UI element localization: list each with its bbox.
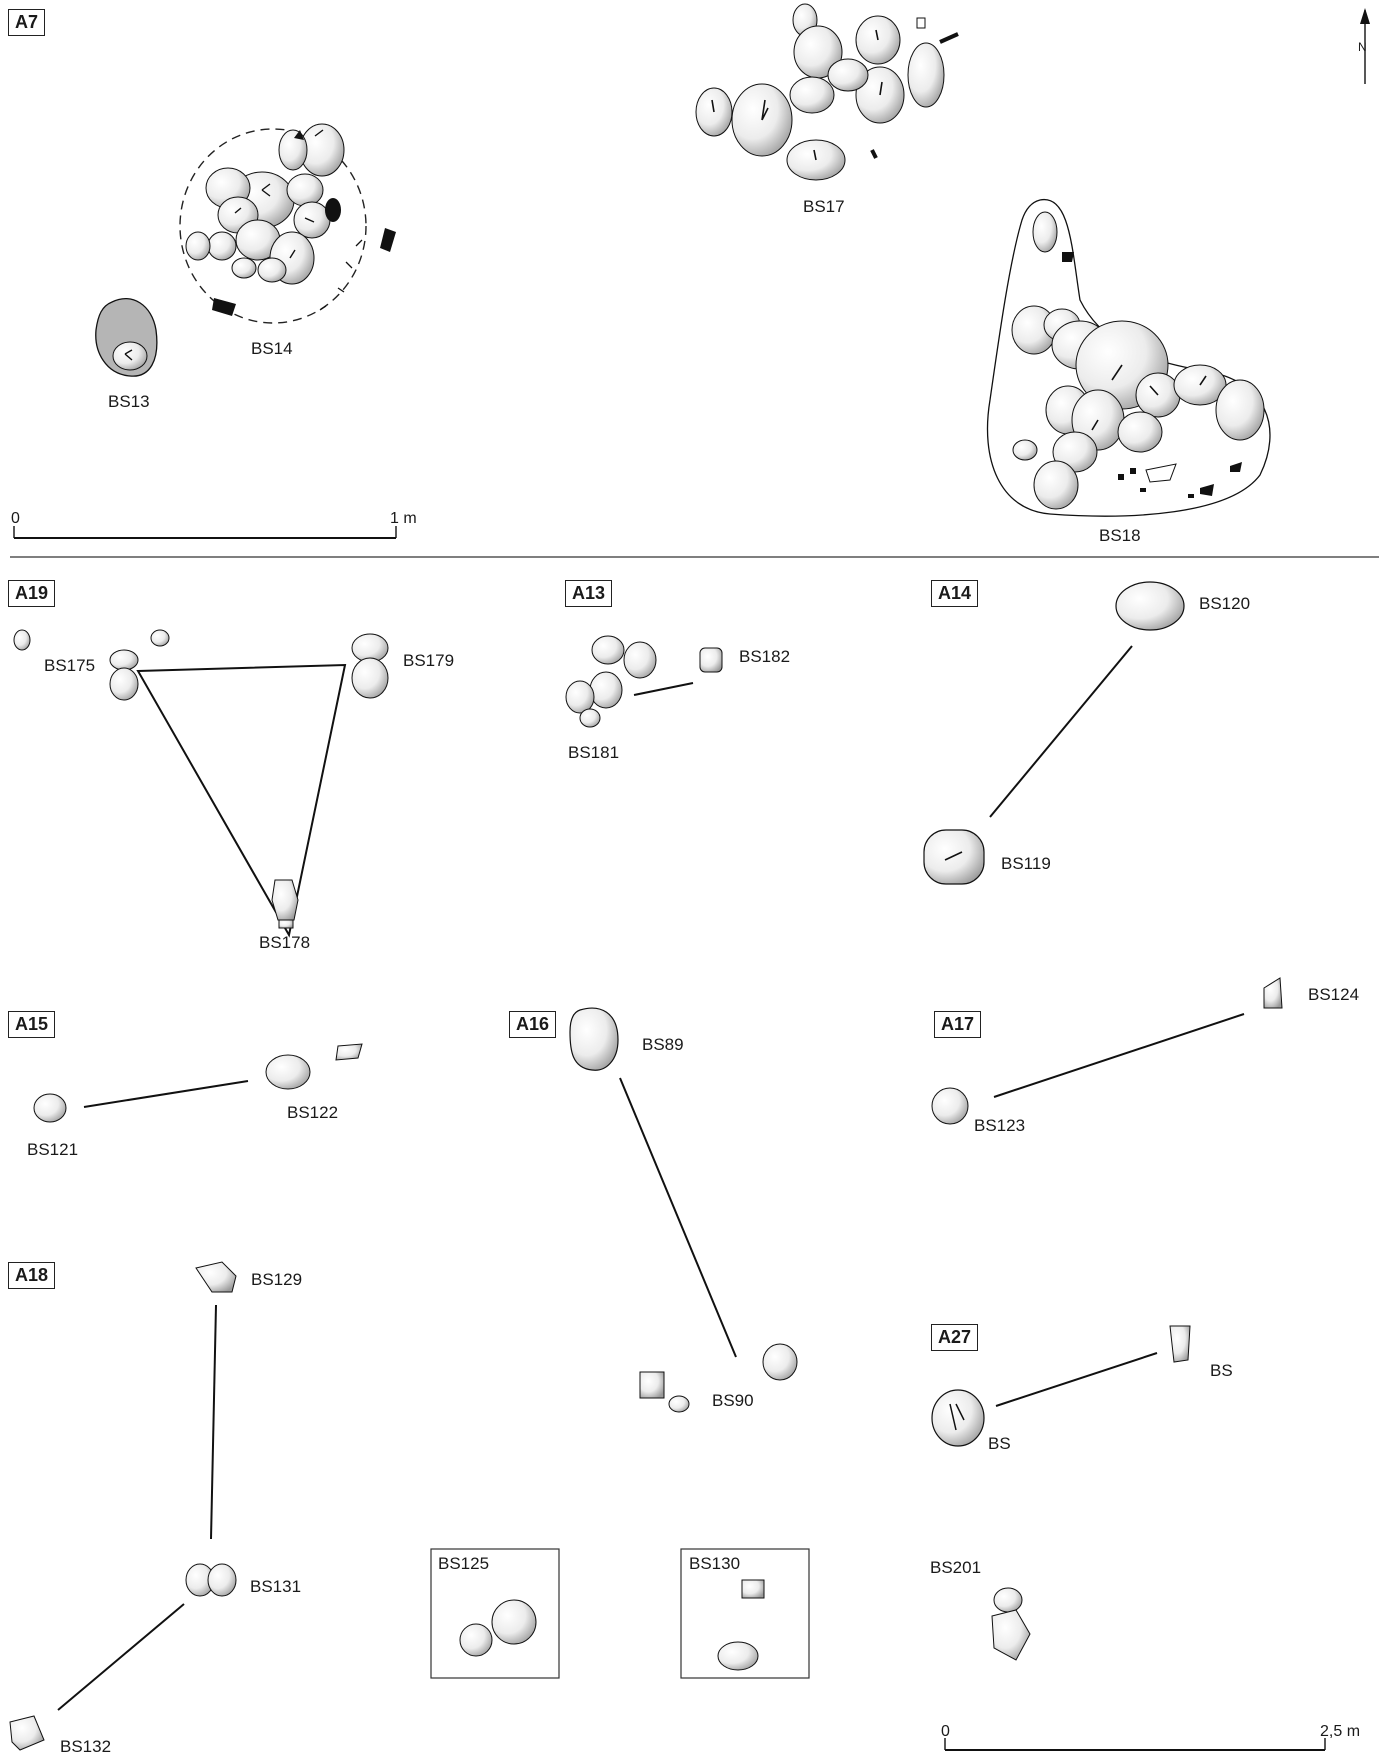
- scale-bottom-zero: 0: [941, 1723, 950, 1740]
- label-bs120: BS120: [1199, 594, 1251, 613]
- label-bs17: BS17: [803, 197, 845, 216]
- hearths-a14: [923, 581, 1185, 885]
- area-label-a14: A14: [931, 580, 979, 607]
- hearth-bs201: [991, 1587, 1031, 1661]
- hearth-bs17: [695, 3, 959, 181]
- scale-bar-top: [13, 526, 397, 539]
- scale-bottom-end: 2,5 m: [1320, 1723, 1361, 1740]
- hearths-a13: [565, 635, 723, 728]
- label-bs122: BS122: [287, 1103, 339, 1122]
- label-bs201: BS201: [930, 1558, 982, 1577]
- area-label-a13: A13: [565, 580, 613, 607]
- area-label-a7: A7: [8, 9, 46, 36]
- hearth-bs13: [95, 297, 158, 377]
- label-bs-a27-bottom: BS: [988, 1434, 1011, 1453]
- north-label: N: [1358, 40, 1367, 54]
- label-bs14: BS14: [251, 339, 293, 358]
- label-bs129: BS129: [251, 1270, 303, 1289]
- scale-top-zero: 0: [11, 510, 20, 527]
- area-label-a17: A17: [934, 1011, 982, 1038]
- hearths-a17: [931, 977, 1283, 1125]
- area-label-a15: A15: [8, 1011, 56, 1038]
- area-label-a19: A19: [8, 580, 56, 607]
- hearth-bs14: [179, 123, 396, 324]
- label-bs130: BS130: [689, 1554, 741, 1573]
- label-bs-a27-top: BS: [1210, 1361, 1233, 1380]
- label-bs123: BS123: [974, 1116, 1026, 1135]
- inset-bs125: [430, 1548, 560, 1679]
- label-bs90: BS90: [712, 1391, 754, 1410]
- label-bs131: BS131: [250, 1577, 302, 1596]
- hearths-a15: [33, 1043, 363, 1123]
- label-bs125: BS125: [438, 1554, 490, 1573]
- scale-bar-bottom: [944, 1738, 1326, 1751]
- label-bs178: BS178: [259, 933, 311, 952]
- hearths-a16: [569, 1007, 798, 1413]
- area-label-a18: A18: [8, 1262, 56, 1289]
- label-bs89: BS89: [642, 1035, 684, 1054]
- label-bs119: BS119: [1001, 854, 1051, 873]
- label-bs121: BS121: [27, 1140, 79, 1159]
- hearths-a19: [13, 629, 389, 938]
- label-bs18: BS18: [1099, 526, 1141, 545]
- scale-top-end: 1 m: [390, 510, 417, 527]
- label-bs175: BS175: [44, 656, 96, 675]
- north-arrow-icon: [1360, 8, 1370, 84]
- hearths-a18: [9, 1261, 237, 1751]
- label-bs124: BS124: [1308, 985, 1360, 1004]
- area-label-a16: A16: [509, 1011, 557, 1038]
- hearth-bs18: [986, 199, 1271, 517]
- label-bs13: BS13: [108, 392, 150, 411]
- area-label-a27: A27: [931, 1324, 979, 1351]
- label-bs182: BS182: [739, 647, 791, 666]
- label-bs179: BS179: [403, 651, 455, 670]
- hearths-a27: [931, 1325, 1191, 1447]
- label-bs132: BS132: [60, 1737, 112, 1756]
- inset-bs130: [680, 1548, 810, 1679]
- label-bs181: BS181: [568, 743, 620, 762]
